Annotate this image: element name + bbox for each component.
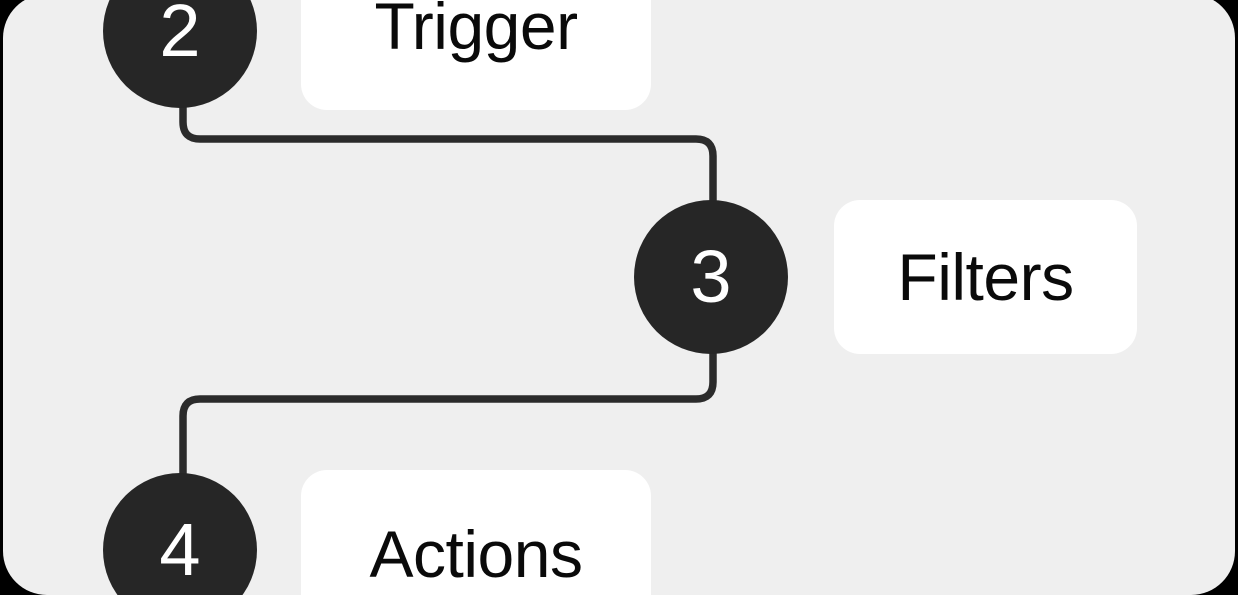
step-card-trigger[interactable]: Trigger [301, 0, 651, 110]
connector-step-3-to-step-4 [179, 338, 717, 486]
connector-step-2-to-step-3 [179, 98, 717, 212]
step-badge-3[interactable]: 3 [634, 200, 788, 354]
step-card-actions[interactable]: Actions [301, 470, 651, 595]
step-card-actions-label: Actions [369, 517, 583, 591]
connector-layer [179, 98, 717, 486]
workflow-panel: 2 Trigger 3 Filters 4 Actions [3, 0, 1235, 595]
step-card-filters-label: Filters [897, 240, 1074, 314]
step-badge-2-number: 2 [159, 0, 201, 72]
step-badge-4[interactable]: 4 [103, 473, 257, 595]
step-badge-4-number: 4 [159, 508, 201, 591]
step-badge-3-number: 3 [690, 235, 732, 318]
step-badge-2[interactable]: 2 [103, 0, 257, 108]
step-card-trigger-label: Trigger [374, 0, 578, 63]
step-card-filters[interactable]: Filters [834, 200, 1137, 354]
